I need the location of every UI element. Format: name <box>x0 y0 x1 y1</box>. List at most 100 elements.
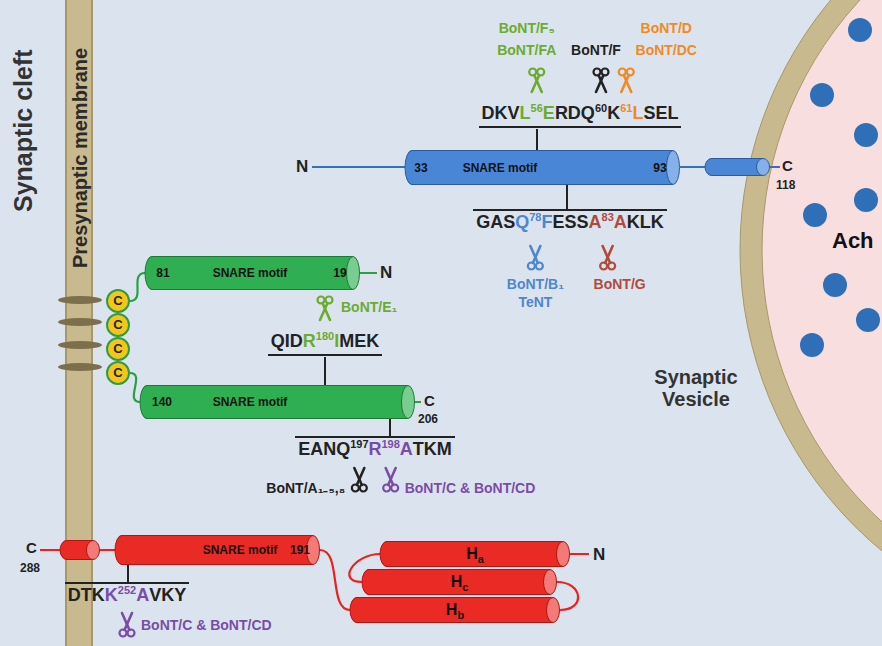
helix-cylinder-cap <box>557 542 570 567</box>
helix-cylinder-edge <box>405 151 412 185</box>
sequence-bar: DKVL56ERDQ60K61LSEL <box>479 102 682 128</box>
node-text: Ach <box>832 228 874 254</box>
helix-cylinder-end <box>362 569 376 595</box>
helix-cylinder-body <box>147 385 408 419</box>
terminus-label: N <box>380 263 392 283</box>
helix-cylinder-end <box>380 541 394 567</box>
toxin-label: BoNT/G <box>594 276 646 293</box>
node-text: Presynaptic membrane <box>69 48 91 268</box>
snare-helix: 33SNARE motif93 <box>405 150 680 185</box>
scissors-icon <box>317 297 332 321</box>
helix-cylinder-edge <box>380 542 387 567</box>
helix-cylinder-cap <box>667 151 680 185</box>
helix-cylinder-body <box>369 569 550 595</box>
helix-cylinder <box>145 256 360 290</box>
helix-cylinder-edge <box>369 569 550 570</box>
habc-helix: Ha <box>380 541 570 567</box>
node-text: b <box>457 609 464 621</box>
toxin-label: BoNT/B₁ <box>507 276 564 293</box>
helix-cylinder-edge <box>145 257 152 290</box>
scissors-icon <box>619 69 634 93</box>
toxin-label: TeNT <box>518 294 552 311</box>
helix-cylinder <box>350 597 560 623</box>
helix-cylinder-edge <box>122 535 313 536</box>
transmembrane-helix-edge <box>705 159 712 176</box>
palmitoyl-site: C <box>106 313 130 337</box>
terminus-label: N <box>593 545 605 565</box>
vesicle-membrane <box>751 0 882 629</box>
helix-cylinder-cap <box>347 257 360 290</box>
residue-letters: Q <box>515 211 529 233</box>
toxin-label: BoNT/DC <box>636 42 697 59</box>
peptide-chain <box>40 549 60 551</box>
residue-number: 61 <box>620 97 632 119</box>
transmembrane-helix-end <box>705 158 719 176</box>
transmembrane-helix-edge <box>712 158 763 159</box>
helix-cylinder-edge <box>152 256 353 257</box>
node-text: C <box>113 342 122 356</box>
helix-cylinder-edge <box>362 570 369 595</box>
residue-count: 118 <box>776 178 795 192</box>
transmembrane-helix-body <box>712 158 763 176</box>
node-text: C <box>113 294 122 308</box>
scissors-blade <box>596 75 604 92</box>
residue-letters: L <box>632 102 643 124</box>
scissors-blade <box>533 246 541 263</box>
synaptic-vesicle-outline <box>740 0 882 640</box>
node-text: 191 <box>290 543 310 557</box>
node-text: SNARE motif <box>213 395 288 409</box>
residue-letters: DTK <box>68 584 105 606</box>
node-text: 81 <box>156 266 169 280</box>
acetylcholine-dot <box>800 333 824 357</box>
acetylcholine-dot <box>854 188 878 212</box>
peptide-link <box>320 550 350 610</box>
acetylcholine-dot <box>810 83 834 107</box>
residue-letters: MEK <box>339 330 379 352</box>
node-text: a <box>478 553 484 565</box>
node-text: H <box>451 573 463 591</box>
residue-letters: I <box>334 330 339 352</box>
residue-number: 83 <box>602 206 614 228</box>
toxin-label: BoNT/C & BoNT/CD <box>141 617 272 634</box>
helix-cylinder-body <box>122 535 313 565</box>
scissors-icon <box>383 468 398 492</box>
sequence-bar: QIDR180IMEK <box>268 330 382 356</box>
node-text: SNARE motif <box>213 266 288 280</box>
terminus-label: C <box>782 157 793 175</box>
site-tick <box>389 419 391 436</box>
toxin-label: BoNT/A₁₋₅,₈ <box>266 480 345 497</box>
site-tick <box>127 565 129 582</box>
peptide-chain <box>680 166 705 168</box>
scissors-icon <box>529 69 544 93</box>
helix-cylinder <box>115 535 320 565</box>
site-tick <box>536 129 538 150</box>
acetylcholine-dot <box>803 203 827 227</box>
lipid-mark <box>58 296 102 304</box>
residue-letters: A <box>136 584 149 606</box>
scissors-icon <box>352 468 367 492</box>
sequence-bar: EANQ197R198ATKM <box>295 436 455 462</box>
toxin-label: BoNT/F₅ <box>499 20 555 37</box>
helix-cylinder-edge <box>357 622 553 623</box>
transmembrane-helix-edge <box>712 175 763 176</box>
transmembrane-helix <box>60 540 100 560</box>
transmembrane-helix-edge <box>67 540 93 541</box>
helix-cylinder-edge <box>357 597 553 598</box>
site-tick <box>566 185 568 209</box>
helix-cylinder-edge <box>152 289 353 290</box>
palmitoyl-site: C <box>106 361 130 385</box>
vesicle-edge <box>740 0 882 640</box>
habc-helix: Hc <box>362 569 557 595</box>
vesicle-edge <box>762 0 882 618</box>
residue-letters: K <box>607 102 620 124</box>
helix-cylinder-edge <box>115 536 122 565</box>
scissors-blade <box>357 468 365 485</box>
palmitoyl-site: C <box>106 289 130 313</box>
residue-letters: L <box>520 102 531 124</box>
helix-cylinder-edge <box>412 184 673 185</box>
node-text: c <box>462 581 468 593</box>
terminus-label: N <box>296 157 308 177</box>
peptide-link <box>130 373 140 402</box>
scissors-icon <box>528 246 543 270</box>
